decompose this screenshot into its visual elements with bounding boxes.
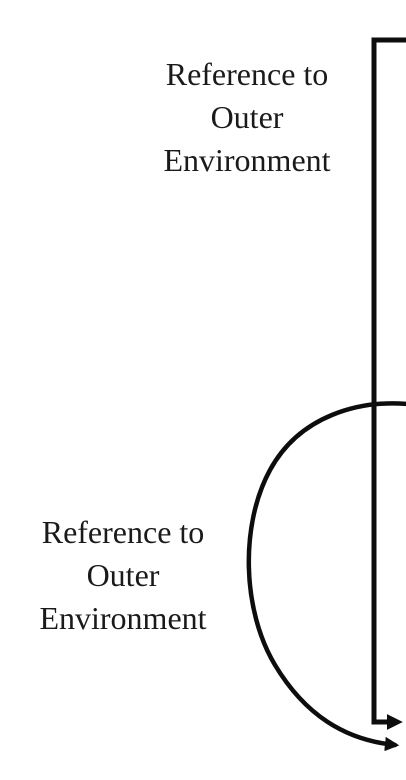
top-reference-label: Reference to Outer Environment [132,53,362,182]
bottom-reference-label: Reference to Outer Environment [8,511,238,640]
top-label-line-1: Reference to [165,56,329,92]
bottom-label-line-3: Environment [39,600,207,636]
bottom-label-line-2: Outer [86,557,160,593]
bottom-label-line-1: Reference to [41,514,205,550]
inner-reference-arc [246,401,406,752]
outer-reference-loop [371,37,406,731]
top-label-line-3: Environment [163,142,331,178]
top-label-line-2: Outer [210,99,284,135]
